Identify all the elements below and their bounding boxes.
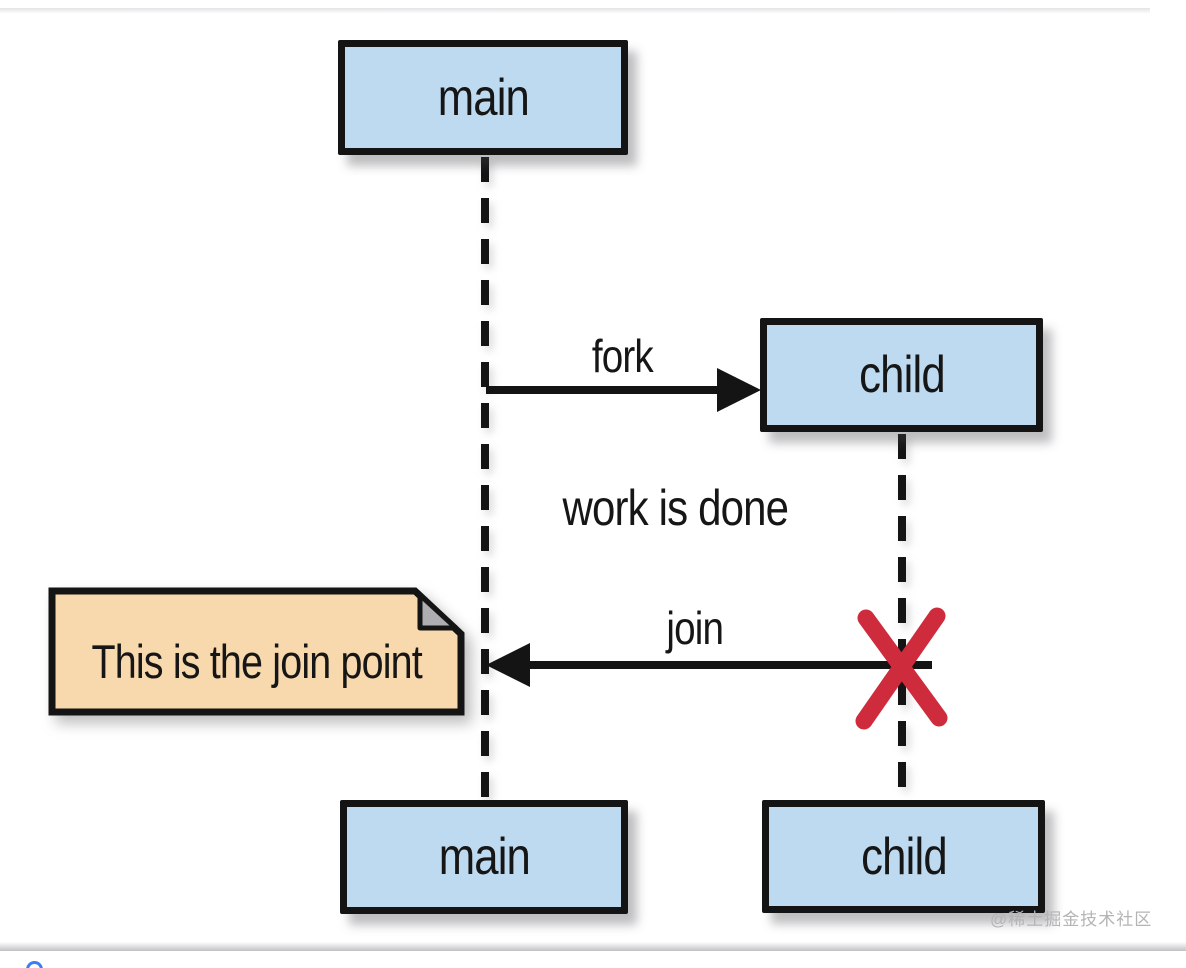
- actor-box-main-bottom: main: [340, 800, 628, 914]
- note-box: [48, 587, 465, 716]
- join-message-text: join: [666, 602, 725, 654]
- partial-blue-circle-icon[interactable]: [26, 961, 43, 968]
- join-message-label: join: [625, 598, 765, 658]
- actor-label-main-bottom: main: [438, 828, 530, 886]
- fork-arrowhead-icon: [717, 368, 761, 412]
- actor-label-child-bottom: child: [860, 827, 947, 886]
- actor-box-main-top: main: [338, 40, 628, 155]
- note-text: This is the join point: [91, 634, 423, 688]
- actor-label-main-top: main: [437, 68, 529, 127]
- fork-message-label: fork: [552, 326, 692, 386]
- note-text-container: This is the join point: [56, 630, 458, 692]
- watermark: @稀土掘金技术社区: [990, 910, 1153, 929]
- actor-box-child-top: child: [760, 318, 1043, 432]
- note-fold-corner: [417, 592, 459, 631]
- work-done-label: work is done: [545, 478, 805, 538]
- actor-label-child-top: child: [858, 346, 945, 404]
- fork-message-text: fork: [591, 330, 653, 382]
- actor-box-child-bottom: child: [762, 800, 1045, 913]
- x-mark-icon: [855, 607, 948, 730]
- x-mark-stroke-2: [855, 607, 946, 730]
- page-divider-top: [0, 8, 1150, 14]
- work-done-text: work is done: [562, 480, 789, 536]
- page-divider-bottom: [0, 942, 1186, 951]
- join-arrowhead-icon: [486, 643, 530, 687]
- note-body: [48, 587, 465, 716]
- lifelines-group: [481, 157, 906, 799]
